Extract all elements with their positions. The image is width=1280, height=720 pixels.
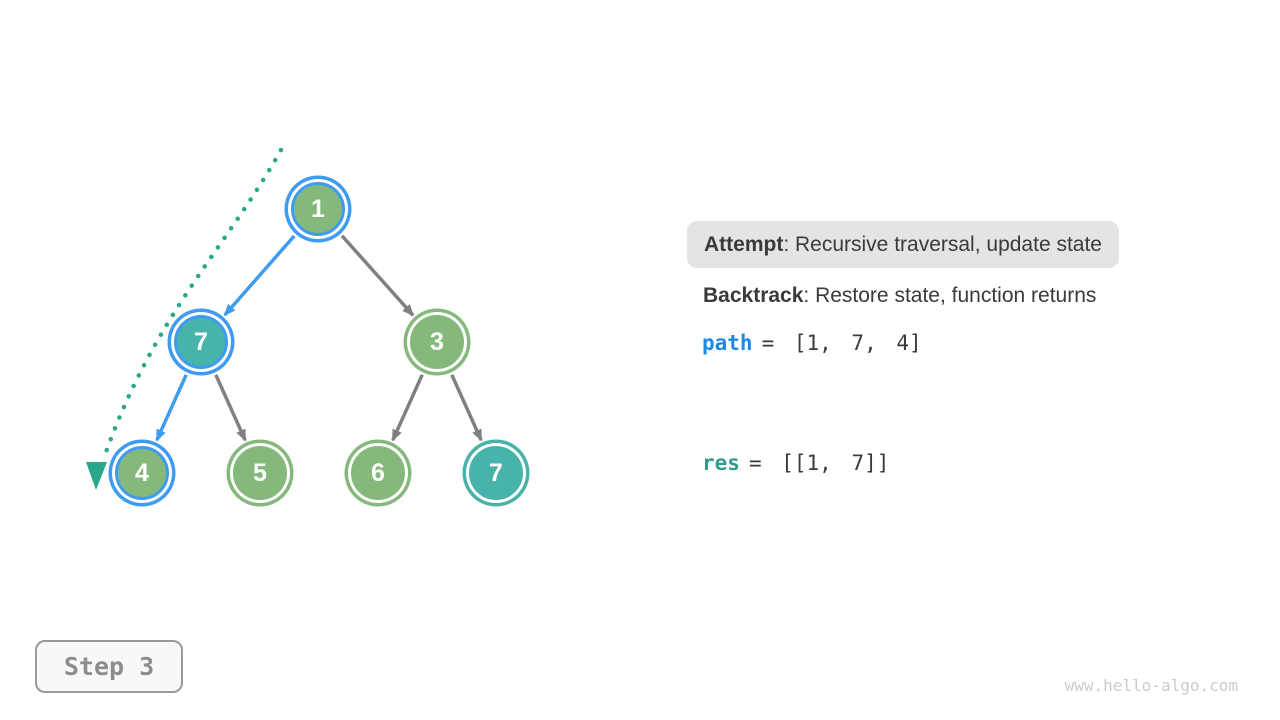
attempt-label: Attempt (704, 233, 784, 256)
attempt-text: : Recursive traversal, update state (783, 233, 1102, 256)
backtrack-label: Backtrack (703, 284, 804, 307)
node-value: 3 (430, 327, 444, 356)
edge-1-to-7 (223, 234, 296, 317)
res-variable-value: = [[1, 7]] (748, 451, 890, 475)
tree-node-1: 1 (291, 182, 345, 236)
tree-node-5: 5 (233, 446, 287, 500)
backtrack-text: : Restore state, function returns (803, 284, 1097, 307)
step-badge: Step 3 (35, 640, 183, 693)
backtrack-dotted-path (102, 147, 284, 458)
website-watermark: www.hello-algo.com (1064, 676, 1238, 695)
node-value: 5 (253, 458, 267, 487)
node-value: 4 (135, 458, 149, 487)
node-value: 7 (489, 458, 503, 487)
tree-node-3: 3 (410, 315, 464, 369)
edge-3-to-6 (391, 374, 424, 442)
res-variable-line: res = [[1, 7]] (702, 451, 889, 475)
path-variable-line: path = [1, 7, 4] (702, 331, 922, 355)
backtrack-arrowhead-icon (86, 462, 107, 490)
tree-node-6: 6 (351, 446, 405, 500)
edge-1-to-3 (340, 234, 415, 317)
edge-3-to-7 (450, 374, 483, 442)
edge-7-to-4 (155, 374, 188, 442)
path-variable-name: path (702, 331, 753, 355)
tree-node-7-left: 7 (174, 315, 228, 369)
backtrack-line: Backtrack: Restore state, function retur… (703, 284, 1096, 308)
tree-node-7-right: 7 (469, 446, 523, 500)
node-value: 7 (194, 327, 208, 356)
edge-7-to-5 (214, 374, 247, 442)
attempt-highlight-box: Attempt: Recursive traversal, update sta… (687, 221, 1119, 268)
path-variable-value: = [1, 7, 4] (761, 331, 922, 355)
step-badge-label: Step 3 (63, 652, 155, 681)
node-value: 1 (311, 194, 325, 223)
res-variable-name: res (702, 451, 740, 475)
node-value: 6 (371, 458, 385, 487)
tree-node-4: 4 (115, 446, 169, 500)
